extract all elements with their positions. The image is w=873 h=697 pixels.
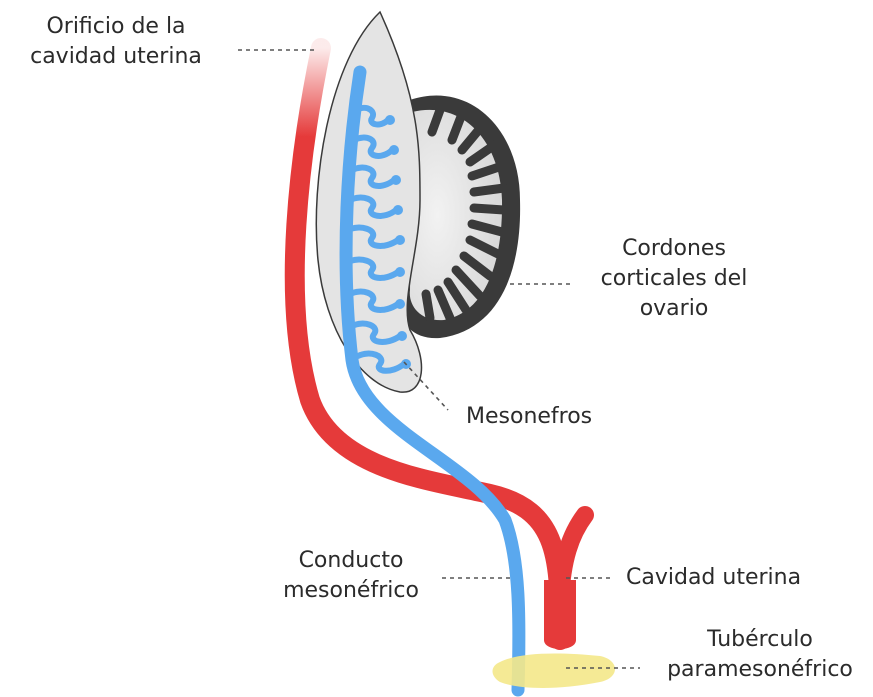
label-orificio-line2: cavidad uterina [2, 42, 230, 72]
label-cordones-line1: Cordones [574, 234, 774, 264]
uterine-cavity [544, 580, 576, 649]
paramesonephric-tubercle [493, 654, 616, 688]
label-orificio-line1: Orificio de la [2, 12, 230, 42]
label-orificio-cavidad-uterina: Orificio de la cavidad uterina [2, 12, 230, 72]
label-cordones-corticales: Cordones corticales del ovario [574, 234, 774, 324]
label-mesonefros: Mesonefros [466, 402, 592, 432]
label-tuberculo-line2: paramesonéfrico [650, 655, 870, 685]
label-tuberculo-line1: Tubérculo [650, 625, 870, 655]
label-conducto-mesonefrico: Conducto mesonéfrico [262, 546, 440, 606]
label-cordones-line2: corticales del [574, 264, 774, 294]
label-tuberculo-paramesonefrico: Tubérculo paramesonéfrico [650, 625, 870, 685]
label-cavidad-uterina: Cavidad uterina [626, 563, 801, 593]
label-conducto-line2: mesonéfrico [262, 576, 440, 606]
label-conducto-line1: Conducto [262, 546, 440, 576]
label-cordones-line3: ovario [574, 294, 774, 324]
